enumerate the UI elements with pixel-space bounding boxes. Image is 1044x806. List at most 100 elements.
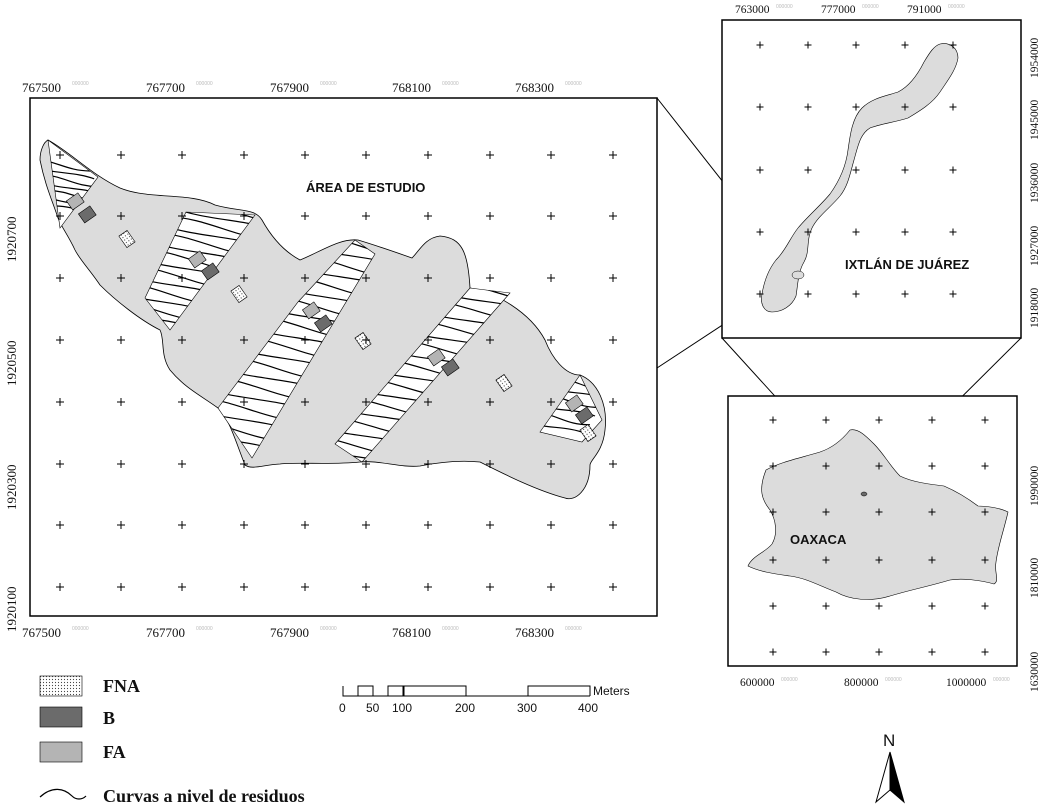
grid-cross <box>804 228 812 236</box>
ixtlan-x-tick: 791000 <box>907 4 942 16</box>
grid-cross <box>240 460 248 468</box>
grid-cross <box>804 103 812 111</box>
grid-cross <box>240 336 248 344</box>
scale-label: 0 <box>339 701 346 715</box>
grid-cross <box>486 460 494 468</box>
grid-cross <box>424 398 432 406</box>
grid-cross <box>769 462 777 470</box>
ixtlan-y-ticks: 1954000 1945000 1936000 1927000 1918000 <box>1029 38 1041 329</box>
grid-cross <box>486 521 494 529</box>
grid-cross <box>56 274 64 282</box>
grid-cross <box>362 521 370 529</box>
grid-cross <box>117 274 125 282</box>
grid-cross <box>486 583 494 591</box>
b-plot <box>313 314 333 333</box>
grid-cross <box>901 290 909 298</box>
grid-cross <box>362 151 370 159</box>
b-plot <box>200 262 220 281</box>
ixtlan-y-tick: 1945000 <box>1029 100 1041 141</box>
grid-cross <box>928 462 936 470</box>
grid-cross <box>240 583 248 591</box>
grid-cross <box>822 648 830 656</box>
x-tick-bottom-3-suffix: 000000 <box>320 626 337 632</box>
oaxaca-label: OAXACA <box>790 532 847 547</box>
ixtlan-y-tick: 1918000 <box>1029 288 1041 329</box>
grid-cross <box>178 583 186 591</box>
x-tick-bottom-5: 768300 <box>515 625 554 640</box>
grid-cross <box>928 508 936 516</box>
y-tick-2: 1920500 <box>4 341 19 387</box>
oaxaca-x-tick: 800000 <box>844 677 879 689</box>
grid-cross <box>362 583 370 591</box>
grid-cross <box>178 336 186 344</box>
fna-plot <box>579 423 597 443</box>
x-tick-bottom-1: 767500 <box>22 625 61 640</box>
legend-b-swatch <box>39 706 83 728</box>
grid-cross <box>609 212 617 220</box>
y-tick-4: 1920100 <box>4 587 19 633</box>
grid-cross <box>486 151 494 159</box>
oaxaca-x-tick-suffix: 000000 <box>781 677 798 683</box>
grid-cross <box>117 583 125 591</box>
grid-cross <box>852 103 860 111</box>
grid-cross <box>117 521 125 529</box>
fa-plot <box>564 394 584 413</box>
residue-contour-line <box>304 240 375 259</box>
grid-cross <box>875 648 883 656</box>
scale-label: 200 <box>455 701 475 715</box>
grid-cross <box>756 103 764 111</box>
ixtlan-y-tick: 1927000 <box>1029 226 1041 267</box>
grid-cross <box>981 508 989 516</box>
grid-cross <box>362 460 370 468</box>
grid-cross <box>301 151 309 159</box>
grid-cross <box>56 521 64 529</box>
grid-cross <box>486 212 494 220</box>
grid-cross <box>362 336 370 344</box>
grid-cross <box>852 41 860 49</box>
scale-label: 400 <box>578 701 598 715</box>
fa-plot <box>426 348 446 367</box>
legend-fa-swatch <box>39 741 83 763</box>
grid-cross <box>928 556 936 564</box>
grid-cross <box>875 602 883 610</box>
ixtlan-x-tick-suffix: 000000 <box>948 4 965 10</box>
x-tick-bottom-3: 767900 <box>270 625 309 640</box>
grid-cross <box>756 41 764 49</box>
grid-cross <box>362 274 370 282</box>
legend-curve-label: Curvas a nivel de residuos <box>103 786 305 806</box>
north-arrow-icon-shade <box>889 751 905 804</box>
grid-cross <box>486 274 494 282</box>
grid-cross <box>804 41 812 49</box>
grid-cross <box>852 228 860 236</box>
grid-cross <box>240 274 248 282</box>
y-tick-1: 1920700 <box>4 217 19 263</box>
grid-cross <box>547 398 555 406</box>
grid-cross <box>547 212 555 220</box>
residue-contour-line <box>48 166 95 180</box>
scale-bar <box>342 685 591 697</box>
oaxaca-y-tick: 1990000 <box>1029 466 1041 507</box>
x-tick-bottom-4-suffix: 000000 <box>442 626 459 632</box>
grid-cross <box>301 398 309 406</box>
grid-cross <box>56 398 64 406</box>
grid-cross <box>804 166 812 174</box>
fna-plot <box>354 331 372 351</box>
x-tick-bottom-2: 767700 <box>146 625 185 640</box>
grid-cross <box>609 460 617 468</box>
fna-plot <box>495 373 513 393</box>
legend: FNA B FA Curvas a nivel de residuos <box>39 675 305 806</box>
scale-label: 300 <box>517 701 537 715</box>
grid-cross <box>769 508 777 516</box>
y-tick-3: 1920300 <box>4 465 19 511</box>
study-area-label: ÁREA DE ESTUDIO <box>306 180 425 195</box>
residue-contour-line <box>540 420 586 434</box>
grid-cross <box>547 336 555 344</box>
ixtlan-x-tick: 763000 <box>735 4 770 16</box>
grid-cross <box>981 416 989 424</box>
oaxaca-inset: OAXACA 600000 800000 1000000 000000 0000… <box>727 395 1041 692</box>
oaxaca-x-ticks: 600000 800000 1000000 000000 000000 0000… <box>740 677 1010 689</box>
grid-cross <box>822 602 830 610</box>
grid-cross <box>424 583 432 591</box>
grid-cross <box>547 274 555 282</box>
grid-cross <box>362 212 370 220</box>
